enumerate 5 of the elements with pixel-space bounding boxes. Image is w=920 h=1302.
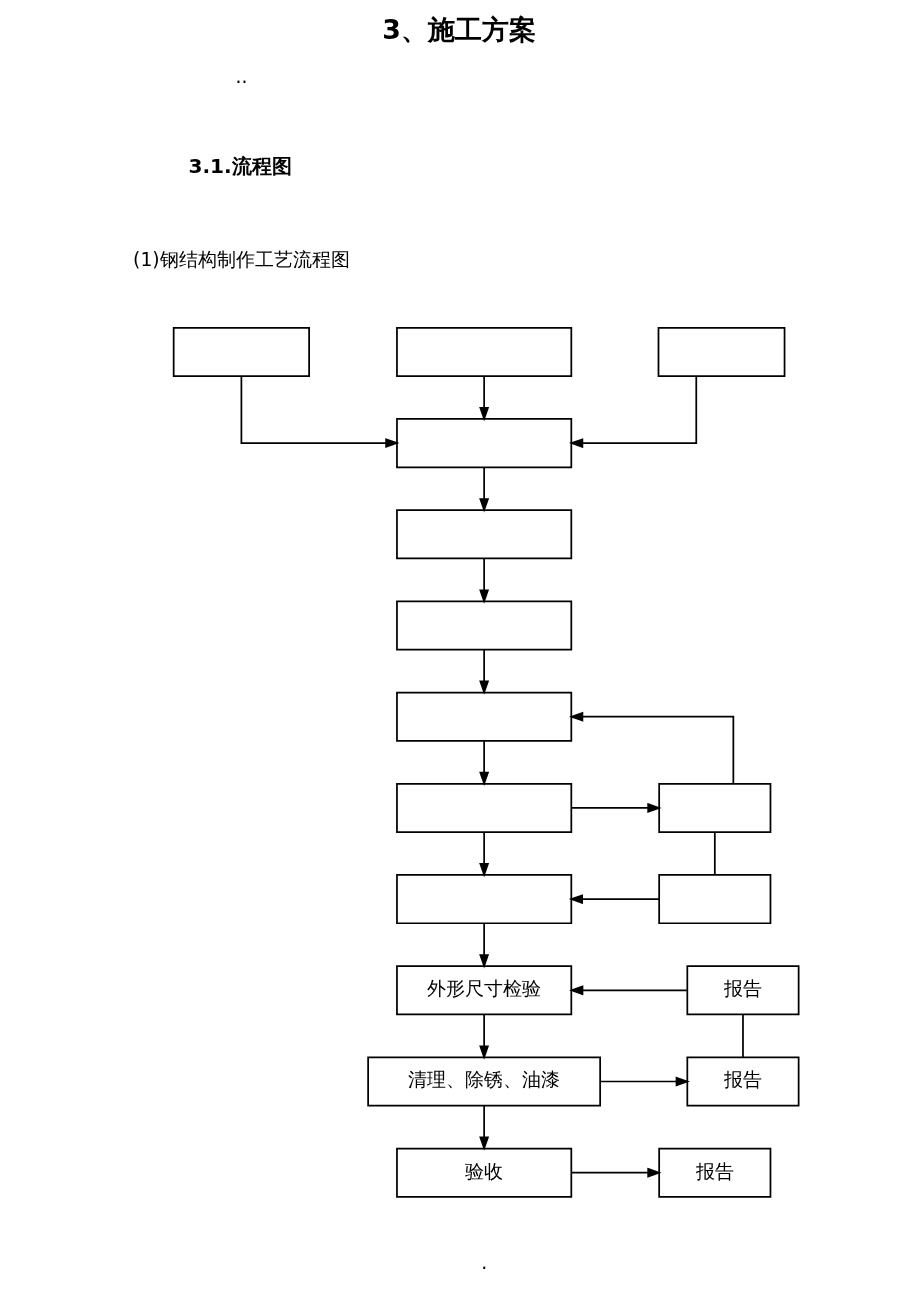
label: ..: [235, 66, 248, 88]
diagram-title: 3、施工方案: [382, 14, 536, 46]
label: .: [481, 1251, 488, 1273]
label: (1)钢结构制作工艺流程图: [133, 248, 350, 270]
label: 3.1.流程图: [188, 153, 292, 178]
